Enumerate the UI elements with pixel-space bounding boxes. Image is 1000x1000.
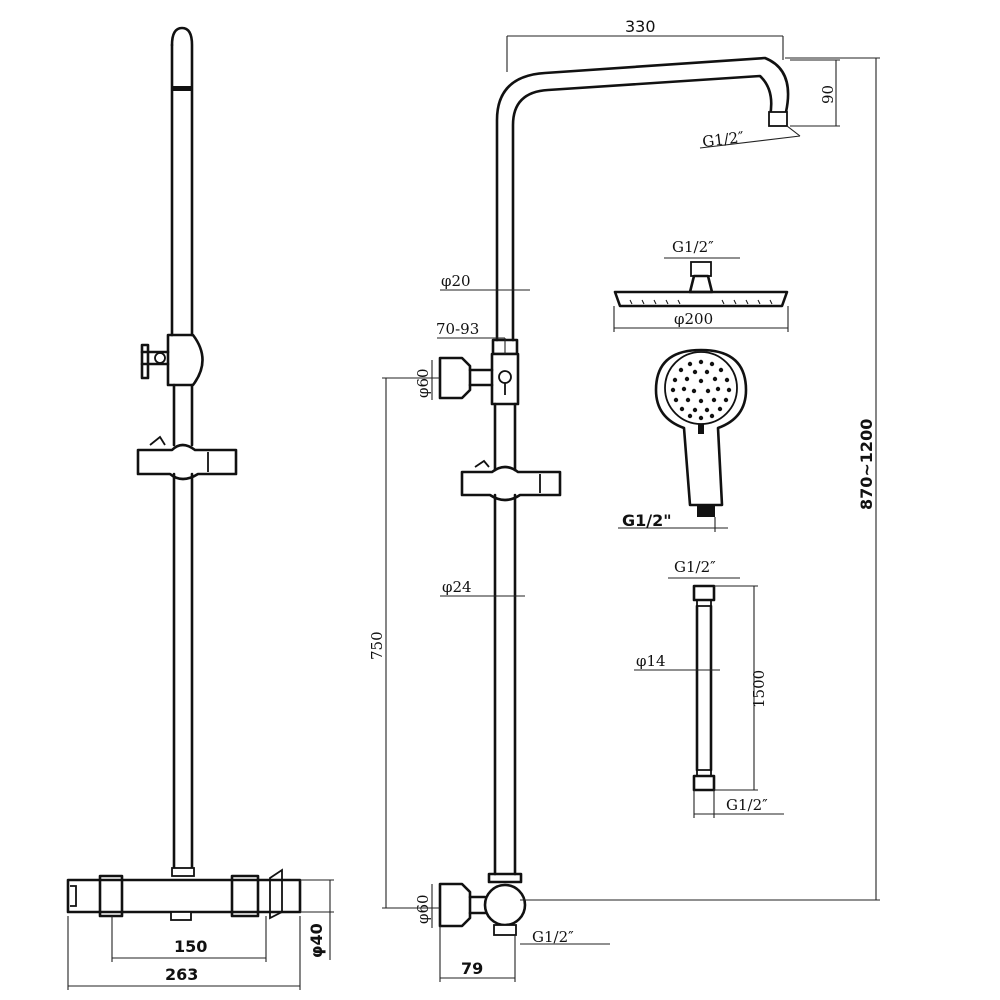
- side-upper-rod: [170, 26, 194, 337]
- diverter-thread-label: G1/2″: [532, 928, 574, 946]
- hose-top-thread-label: G1/2″: [674, 558, 716, 576]
- total-height-label: 870~1200: [857, 419, 876, 510]
- hose-length-label: 1500: [750, 670, 768, 708]
- dim-330-line: [506, 35, 784, 72]
- dim-clamp-line: [437, 337, 506, 354]
- lower-pipe-diameter-label: φ24: [442, 578, 472, 596]
- upper-bracket-diameter-label: φ60: [414, 368, 432, 398]
- front-upper-bracket: [438, 356, 472, 400]
- hand-shower-thread-label: G1/2": [622, 511, 672, 530]
- side-upper-bracket: [166, 333, 204, 387]
- dim-phi40-line: [300, 879, 334, 960]
- side-lower-rod: [172, 472, 194, 870]
- head-shower-thread-label: G1/2″: [672, 238, 714, 256]
- dim-90-line: [790, 59, 840, 127]
- clamp-range-label: 70-93: [436, 320, 479, 338]
- dim-phi200-line: [613, 306, 789, 332]
- lower-bracket-diameter-label: φ60: [414, 894, 432, 924]
- head-shower-plate: [613, 290, 789, 308]
- hose-tube: [695, 604, 713, 772]
- hand-shower: [618, 348, 748, 532]
- front-lower-bracket: [438, 882, 472, 928]
- head-shower: [613, 257, 789, 332]
- hose: [634, 577, 784, 818]
- hose-diameter-label: φ14: [636, 652, 666, 670]
- dim-total-height-line: [520, 57, 880, 901]
- diverter-offset-label: 79: [461, 959, 483, 978]
- dim-263-line: [67, 916, 301, 990]
- dim-79-line: [439, 926, 516, 982]
- arm-drop-label: 90: [819, 85, 837, 104]
- upper-pipe-diameter-label: φ20: [441, 272, 471, 290]
- front-lower-rod: [493, 493, 517, 876]
- front-diverter: [483, 883, 527, 927]
- front-shower-arm-outer: [495, 56, 790, 342]
- hose-bottom-nut: [692, 774, 716, 792]
- side-view: [66, 26, 334, 990]
- hose-bottom-thread-label: G1/2″: [726, 796, 768, 814]
- side-rod-band: [172, 86, 192, 91]
- front-shower-arm-inner: [511, 74, 773, 342]
- side-mixer-body: [66, 878, 302, 914]
- hand-shower-holes: [670, 359, 732, 421]
- front-slider: [460, 465, 562, 502]
- dim-1500-line: [714, 585, 758, 791]
- bracket-spacing-label: 750: [368, 631, 386, 660]
- head-shower-diameter-label: φ200: [674, 310, 713, 328]
- mixer-centers-label: 150: [174, 937, 207, 956]
- arm-thread-label: G1/2″: [701, 128, 745, 151]
- hand-shower-button: [698, 424, 704, 434]
- dim-150-line: [111, 916, 267, 962]
- front-view: [382, 35, 880, 982]
- hand-shower-connector: [697, 505, 715, 517]
- mixer-diameter-label: φ40: [307, 923, 326, 958]
- dim-750-line: [382, 377, 440, 909]
- hose-top-nut: [692, 584, 716, 602]
- side-slider: [136, 443, 238, 481]
- arm-outlet: [768, 111, 788, 127]
- head-shower-nozzles: [629, 299, 773, 305]
- arm-length-label: 330: [625, 17, 656, 36]
- dim-arm-thread-line: [699, 125, 801, 149]
- mixer-width-label: 263: [165, 965, 198, 984]
